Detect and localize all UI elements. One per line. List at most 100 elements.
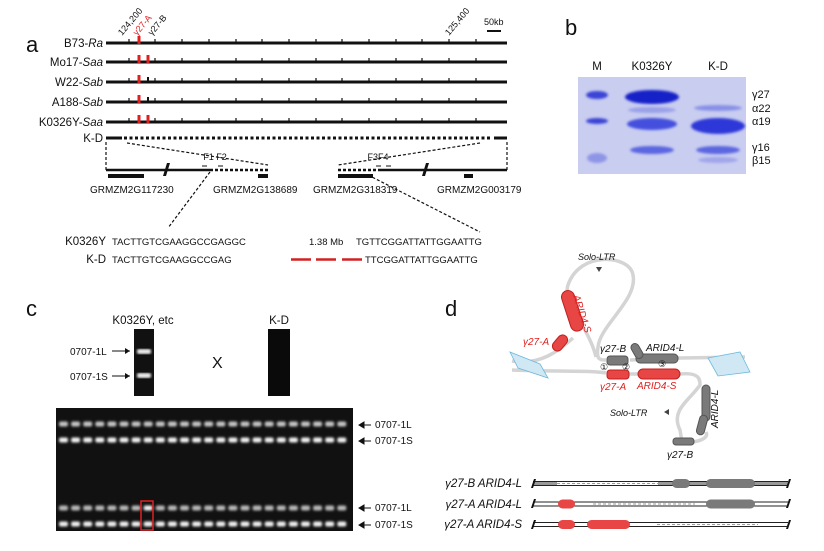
scale-label: 50kb xyxy=(484,17,504,27)
allele-name: Saa xyxy=(83,117,103,129)
solo-ltr-label: Solo-LTR xyxy=(610,408,648,418)
panel-a: 124,200 γ27-A γ27-B 125,400 50kb B73-RaM… xyxy=(39,6,522,266)
arrow-icon xyxy=(358,504,371,512)
gel-band xyxy=(228,505,238,511)
arrow-icon xyxy=(358,421,371,429)
gene-box xyxy=(108,174,144,178)
transcript-structure-1 xyxy=(533,479,788,488)
line-label: K0326Y-Saa xyxy=(39,117,103,129)
lane-label: K0326Y xyxy=(632,61,673,73)
line-label: B73-Ra xyxy=(64,38,103,50)
coord-label: 125,400 xyxy=(443,6,472,37)
gel-band xyxy=(240,437,250,443)
gel-band xyxy=(143,437,153,443)
g27-a-gene xyxy=(551,334,569,352)
line-name: K-D xyxy=(83,133,103,145)
gel-band xyxy=(95,421,105,427)
gel-band xyxy=(337,521,347,527)
line-label: Mo17-Saa xyxy=(50,57,103,69)
gel-band xyxy=(288,437,298,443)
gel-band xyxy=(216,437,226,443)
panel-label-c: c xyxy=(26,296,37,321)
gel-band xyxy=(264,521,274,527)
gel-band xyxy=(119,437,129,443)
gel-band xyxy=(167,421,177,427)
band-label: γ27 xyxy=(752,89,770,101)
seq-left: TACTTGTCGAAGGCCGAG xyxy=(112,255,232,266)
gel-band xyxy=(313,421,323,427)
gel-band xyxy=(107,521,117,527)
band-label: β15 xyxy=(752,155,771,167)
arid4-s-gene xyxy=(560,290,584,332)
gel-band xyxy=(192,521,202,527)
protein-bands xyxy=(586,90,745,163)
gel-band xyxy=(71,437,81,443)
primer-label: F3F4 xyxy=(367,152,388,162)
arid4-l-gene xyxy=(635,353,679,364)
gel-band xyxy=(240,505,250,511)
parent-gel xyxy=(268,329,290,396)
gel-band xyxy=(264,505,274,511)
chromatin-loop xyxy=(511,257,746,443)
gel-band xyxy=(337,421,347,427)
gel-band xyxy=(325,521,335,527)
gel-band xyxy=(204,521,214,527)
gel-band xyxy=(167,505,177,511)
transcript-label: γ27-A ARID4-L xyxy=(446,499,522,511)
parent-gel xyxy=(134,329,154,396)
gene-label: GRMZM2G318319 xyxy=(313,185,398,196)
gel-band xyxy=(192,505,202,511)
g27-b-mark xyxy=(147,97,149,102)
gel-band xyxy=(59,521,68,527)
allele-name: Ra xyxy=(88,38,103,50)
transcript-structure-2 xyxy=(558,499,755,509)
gene-label: γ27-A xyxy=(523,337,549,348)
gel-band xyxy=(204,505,214,511)
gel-band xyxy=(301,505,310,511)
g27-b-mark xyxy=(146,115,150,123)
gel-band xyxy=(155,521,165,527)
seq-label-kd: K-D xyxy=(86,254,106,266)
g27-b-mark xyxy=(146,55,150,63)
chromatin-loop xyxy=(692,431,709,444)
gene-label: GRMZM2G117230 xyxy=(90,185,174,196)
arid4-s-gene xyxy=(637,368,681,380)
gel-band xyxy=(313,505,323,511)
gene-label: γ27-B xyxy=(667,450,693,461)
gel-band xyxy=(95,521,105,527)
panel-d-model: Solo-LTR Solo-LTR ARID4-S γ27-A γ27-B AR… xyxy=(444,252,791,531)
gel-band xyxy=(83,421,93,427)
gel-band xyxy=(192,437,202,443)
gel-band xyxy=(325,505,335,511)
arid4-l-gene xyxy=(695,414,709,436)
gel-band xyxy=(155,505,165,511)
band-label: 0707-1S xyxy=(375,520,413,531)
gel-band xyxy=(180,437,189,443)
gel-band xyxy=(337,505,347,511)
gel-band xyxy=(131,521,141,527)
gene-label: γ27-B xyxy=(600,344,626,355)
allele-name: Sab xyxy=(83,97,104,109)
gel-band xyxy=(240,521,250,527)
gel-band xyxy=(252,505,262,511)
band-label: α19 xyxy=(752,116,771,128)
gel-band xyxy=(204,421,214,427)
band-label: 0707-1S xyxy=(70,372,108,383)
gel-band xyxy=(276,421,286,427)
panel-label-a: a xyxy=(26,32,39,57)
band-label: α22 xyxy=(752,103,771,115)
line-label: K-D xyxy=(83,133,103,145)
solo-ltr-label: Solo-LTR xyxy=(578,252,616,262)
allele-name: Saa xyxy=(83,57,103,69)
g27-b-gene xyxy=(672,437,695,446)
seq-right: TTCGGATTATTGGAATTG xyxy=(365,255,478,266)
seq-label-k0326y: K0326Y xyxy=(65,236,106,248)
gel-band xyxy=(143,521,153,527)
line-name: Mo17- xyxy=(50,57,83,69)
gene-label: GRMZM2G003179 xyxy=(437,185,522,196)
band-label: 0707-1L xyxy=(375,503,412,514)
gel-band xyxy=(107,437,117,443)
gel-band xyxy=(252,421,262,427)
line-name: K0326Y- xyxy=(39,117,83,129)
gel-band xyxy=(180,421,189,427)
